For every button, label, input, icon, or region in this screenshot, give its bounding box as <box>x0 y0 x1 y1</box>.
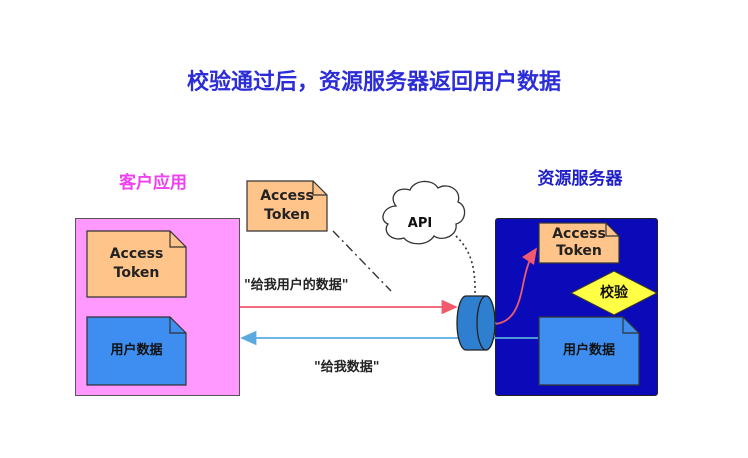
request-message: "给我用户的数据" <box>244 278 349 293</box>
floating-access-token-text: Access Token <box>260 188 314 223</box>
server-access-token-text: Access Token <box>552 225 606 260</box>
server-access-token-note: Access Token <box>538 222 620 264</box>
verify-diamond-text: 校验 <box>600 284 628 301</box>
client-user-data-note: 用户数据 <box>86 316 187 386</box>
resource-server-label: 资源服务器 <box>537 169 623 189</box>
api-cloud-shape <box>382 180 466 245</box>
client-user-data-text: 用户数据 <box>110 343 163 359</box>
api-dotted-link <box>455 235 476 297</box>
server-user-data-text: 用户数据 <box>562 343 615 359</box>
api-cloud-text: API <box>408 216 432 231</box>
verify-diamond: 校验 <box>570 270 658 316</box>
floating-access-token-note: Access Token <box>246 180 328 232</box>
response-message: "给我数据" <box>314 360 380 375</box>
api-gateway-cylinder <box>456 295 496 351</box>
server-user-data-note: 用户数据 <box>538 316 640 386</box>
client-access-token-text: Access Token <box>109 246 164 281</box>
client-access-token-note: Access Token <box>86 230 187 298</box>
client-app-label: 客户应用 <box>119 173 187 193</box>
page-title: 校验通过后，资源服务器返回用户数据 <box>186 70 561 95</box>
